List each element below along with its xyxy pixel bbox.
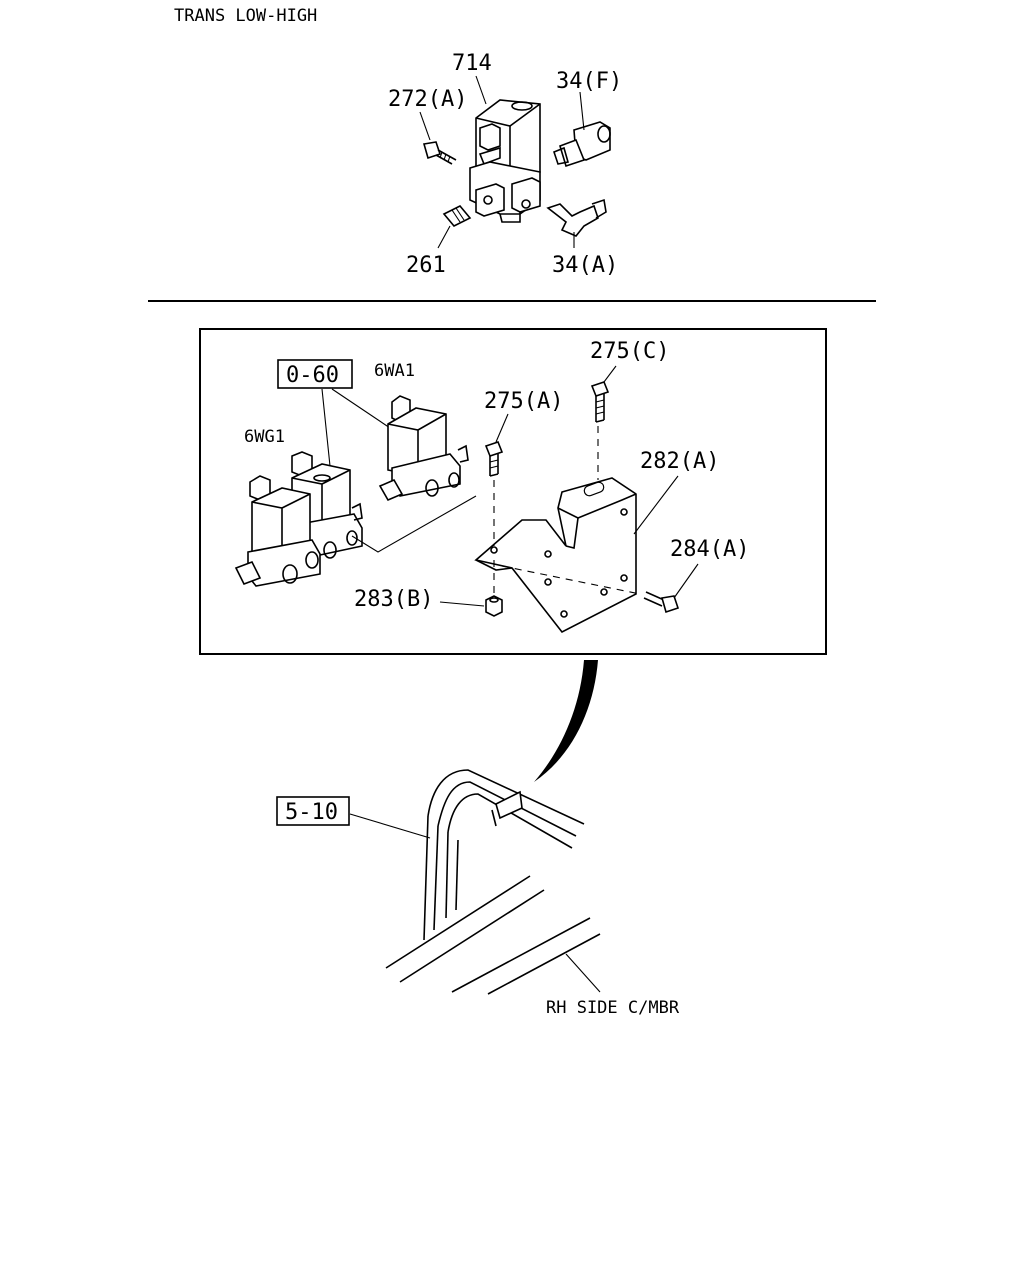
ref-5-10: 5-10: [285, 800, 338, 825]
leader-275a: [495, 413, 509, 443]
ref-box-5-10: [276, 796, 350, 826]
callout-34a: 34(A): [552, 253, 618, 278]
callout-283b: 283(B): [354, 587, 433, 612]
bolt-284a-icon: [643, 591, 680, 614]
nut-283b-icon: [485, 595, 503, 617]
callout-261: 261: [406, 253, 446, 278]
axis-284a: [501, 565, 641, 595]
detail-pointer: [534, 660, 598, 782]
callout-34f: 34(F): [556, 69, 622, 94]
link-line: [351, 495, 477, 553]
bolt-272a-icon: [422, 141, 457, 165]
leader-261: [437, 225, 451, 249]
bolt-275a-icon: [484, 441, 504, 477]
bracket-282a-icon: [474, 477, 637, 634]
ref-box-0-60: [277, 359, 353, 389]
callout-284a: 284(A): [670, 537, 749, 562]
solenoid-6wa1-icon: [378, 395, 469, 502]
callout-282a: 282(A): [640, 449, 719, 474]
frame-rail-drawing: [385, 769, 601, 995]
elbow-fitting-34a-icon: [546, 198, 607, 237]
leader-5-10: [349, 813, 431, 839]
label-rh-side-member: RH SIDE C/MBR: [546, 998, 680, 1018]
leader-282a: [633, 475, 679, 535]
solenoid-valve-assembly: [469, 99, 541, 223]
solenoid-6wg1-front-icon: [234, 475, 321, 587]
leader-rh-side: [565, 953, 601, 993]
leader-283b: [439, 601, 485, 607]
callout-714: 714: [452, 51, 492, 76]
leader-275c: [603, 365, 617, 383]
leader-284a: [673, 563, 699, 599]
fitting-34f-icon: [553, 121, 611, 168]
ref-0-60: 0-60: [286, 363, 339, 388]
leader-34f: [579, 91, 585, 131]
callout-275a: 275(A): [484, 389, 563, 414]
leader-272a: [419, 111, 431, 141]
bolt-275c-icon: [590, 381, 610, 423]
callout-275c: 275(C): [590, 339, 669, 364]
leader-714: [475, 75, 487, 105]
model-6wg1-label: 6WG1: [244, 427, 285, 447]
diagram-title: TRANS LOW-HIGH: [174, 6, 317, 26]
detail-frame: [199, 328, 827, 655]
callout-272a: 272(A): [388, 87, 467, 112]
model-6wa1-label: 6WA1: [374, 361, 415, 381]
plug-261-icon: [442, 205, 472, 227]
leader-0-60: [321, 388, 397, 467]
